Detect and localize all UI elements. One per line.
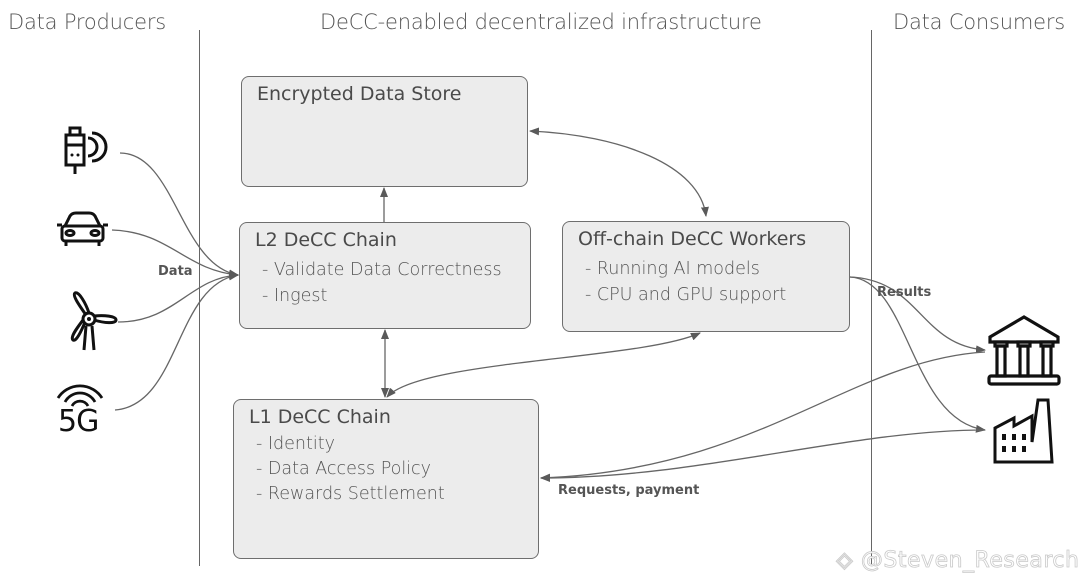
bank-icon	[987, 315, 1061, 386]
box-title: L2 DeCC Chain	[255, 229, 397, 251]
edge-factory-to-l1	[540, 429, 986, 482]
wind-turbine-icon	[70, 291, 118, 351]
binance-logo-icon: ◈	[836, 548, 854, 574]
edge-store-workers	[529, 127, 709, 217]
list-item: - Rewards Settlement	[256, 484, 445, 504]
edge-label-data: Data	[158, 264, 193, 279]
box-items: - Running AI models - CPU and GPU suppor…	[585, 256, 786, 308]
box-title: Encrypted Data Store	[257, 83, 462, 105]
edge-workers-l1	[386, 332, 701, 398]
watermark: ◈ @Steven_Research	[836, 548, 1080, 574]
box-items: - Validate Data Correctness - Ingest	[262, 257, 502, 309]
offchain-workers-box[interactable]: Off-chain DeCC Workers - Running AI mode…	[562, 221, 850, 332]
edge-workers-to-factory	[849, 276, 986, 433]
list-item: - Validate Data Correctness	[262, 260, 502, 280]
edge-turbine-to-l2	[117, 271, 239, 323]
encrypted-data-store-box[interactable]: Encrypted Data Store	[241, 76, 528, 187]
box-title: L1 DeCC Chain	[249, 406, 391, 428]
divider-left	[199, 30, 200, 566]
iot-sensor-icon	[64, 126, 108, 174]
watermark-text: @Steven_Research	[860, 548, 1080, 574]
5g-icon: 5G	[55, 380, 115, 442]
signal-waves-icon	[56, 384, 104, 407]
column-title-producers: Data Producers	[8, 10, 167, 34]
list-item: - Running AI models	[585, 259, 760, 279]
factory-icon	[993, 398, 1054, 464]
l1-chain-box[interactable]: L1 DeCC Chain - Identity - Data Access P…	[233, 399, 539, 559]
list-item: - Identity	[256, 434, 335, 454]
box-items: - Identity - Data Access Policy - Reward…	[256, 432, 445, 507]
edge-car-to-l2	[111, 229, 239, 279]
edge-5g-to-l2	[114, 272, 239, 411]
edge-label-requests: Requests, payment	[558, 483, 700, 498]
list-item: - Ingest	[262, 286, 328, 306]
column-title-infrastructure: DeCC-enabled decentralized infrastructur…	[320, 10, 762, 34]
edge-bank-to-l1	[540, 351, 986, 482]
edge-iot-to-l2	[119, 152, 239, 278]
list-item: - Data Access Policy	[256, 459, 432, 479]
l2-chain-box[interactable]: L2 DeCC Chain - Validate Data Correctnes…	[239, 222, 531, 329]
divider-right	[871, 30, 872, 566]
edge-workers-to-bank	[849, 276, 986, 354]
list-item: - CPU and GPU support	[585, 285, 787, 305]
car-icon	[57, 211, 108, 246]
column-title-consumers: Data Consumers	[893, 10, 1066, 34]
box-title: Off-chain DeCC Workers	[578, 228, 807, 250]
5g-label: 5G	[58, 404, 99, 439]
edge-label-results: Results	[877, 285, 932, 300]
